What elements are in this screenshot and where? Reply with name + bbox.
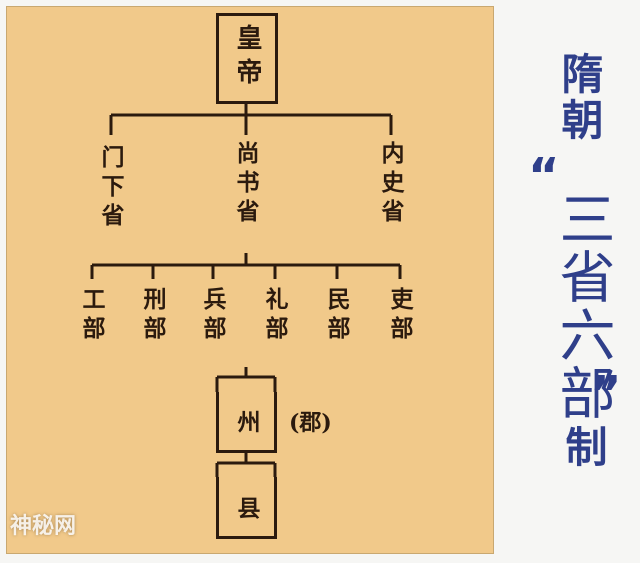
zhou-note: (郡) <box>289 410 332 436</box>
ministry-gong: 工部 <box>78 287 105 345</box>
title-dynasty: 隋朝 <box>555 52 604 144</box>
title-main: 三省六部 <box>550 190 615 422</box>
ministry-li-personnel: 吏部 <box>386 287 413 345</box>
ministry-li-rites: 礼部 <box>261 287 288 345</box>
province-shangshu: 尚书省 <box>232 141 259 228</box>
xian-box <box>216 477 277 539</box>
org-chart-panel: 皇帝 门下省 尚书省 内史省 工部 刑部 兵部 礼部 民部 吏部 州 (郡) 县 <box>6 6 494 554</box>
ministry-bing: 兵部 <box>199 287 226 345</box>
province-menxia: 门下省 <box>97 145 124 232</box>
emperor-box <box>216 13 278 104</box>
zhou-label: 州 <box>233 410 260 439</box>
connector-lines <box>90 104 402 477</box>
ministry-min: 民部 <box>323 287 350 345</box>
zhou-box <box>216 392 277 453</box>
title-column: 隋朝 “ 三省六部 ” 制 <box>520 40 630 520</box>
ministry-xing: 刑部 <box>139 287 166 345</box>
title-close-quote: ” <box>590 366 622 422</box>
emperor-label: 皇帝 <box>232 24 262 92</box>
xian-label: 县 <box>233 496 260 525</box>
province-neishi: 内史省 <box>377 141 404 228</box>
title-suffix: 制 <box>559 425 608 467</box>
watermark-text: 神秘网 <box>10 514 77 539</box>
title-open-quote: “ <box>528 148 560 204</box>
